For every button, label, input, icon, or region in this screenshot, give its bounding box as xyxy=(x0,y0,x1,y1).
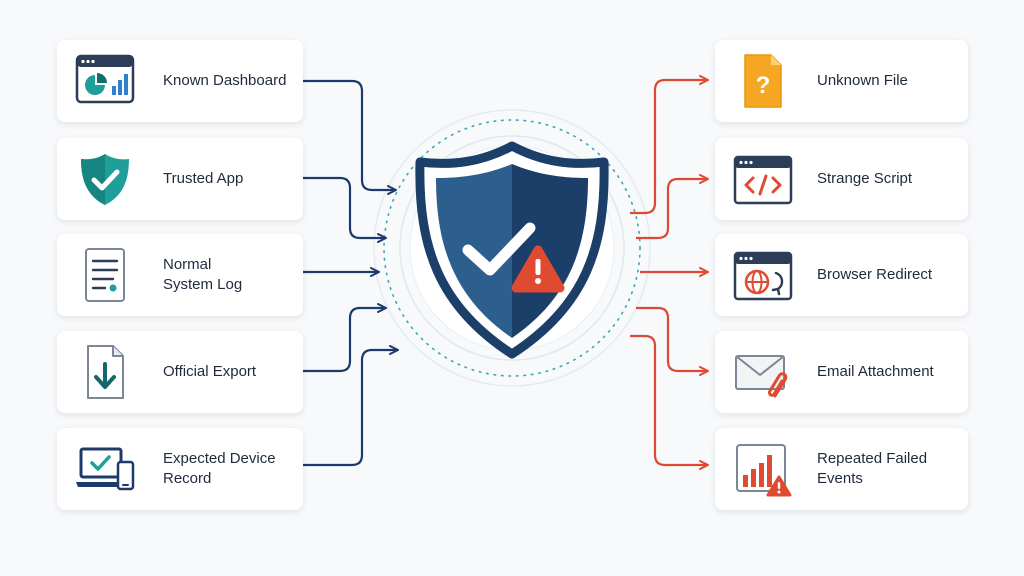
output-arrow-1 xyxy=(630,75,709,215)
dashboard-chart-icon xyxy=(75,51,135,111)
input-label: Official Export xyxy=(163,363,257,380)
shield-check-icon xyxy=(75,149,135,209)
output-arrow-2 xyxy=(636,174,709,240)
output-card-browser-redirect[interactable]: Browser Redirect xyxy=(715,234,968,316)
input-card-expected-device-record[interactable]: Expected Device Record xyxy=(57,428,303,510)
hub-outer-ring xyxy=(373,109,651,387)
output-label: Repeated Failed Events xyxy=(817,450,928,487)
input-label: Known Dashboard xyxy=(163,72,287,89)
hub-dotted-ring xyxy=(383,119,641,377)
download-file-icon xyxy=(75,342,135,402)
shield-check-warning-icon xyxy=(415,141,609,359)
output-card-repeated-failed-events[interactable]: Repeated Failed Events xyxy=(715,428,968,510)
input-card-official-export[interactable]: Official Export xyxy=(57,331,303,413)
input-card-known-dashboard[interactable]: Known Dashboard xyxy=(57,40,303,122)
bar-chart-warning-icon xyxy=(733,439,793,499)
laptop-phone-icon xyxy=(75,439,135,499)
output-arrow-5 xyxy=(630,334,709,470)
code-window-icon xyxy=(733,149,793,209)
output-label: Unknown File xyxy=(817,72,908,89)
output-label: Strange Script xyxy=(817,170,913,187)
envelope-paperclip-icon xyxy=(733,342,793,402)
output-label: Browser Redirect xyxy=(817,266,933,283)
input-arrow-5 xyxy=(303,345,399,467)
globe-redirect-icon xyxy=(733,245,793,305)
input-arrow-2 xyxy=(303,176,387,243)
svg-text:?: ? xyxy=(756,72,771,99)
input-label: Expected Device Record xyxy=(163,450,276,487)
output-card-strange-script[interactable]: Strange Script xyxy=(715,138,968,220)
unknown-file-icon: ? xyxy=(733,51,793,111)
input-label: Trusted App xyxy=(163,170,244,187)
output-label: Email Attachment xyxy=(817,363,934,380)
input-arrow-1 xyxy=(303,79,397,195)
input-card-normal-system-log[interactable]: Normal System Log xyxy=(57,234,303,316)
input-label: Normal System Log xyxy=(163,256,243,293)
output-arrow-4 xyxy=(636,306,709,376)
document-log-icon xyxy=(75,245,135,305)
hub-shield xyxy=(414,128,610,368)
hub-inner-ring xyxy=(399,135,625,361)
output-card-unknown-file[interactable]: ? Unknown File xyxy=(715,40,968,122)
output-card-email-attachment[interactable]: Email Attachment xyxy=(715,331,968,413)
input-card-trusted-app[interactable]: Trusted App xyxy=(57,138,303,220)
input-arrow-4 xyxy=(303,303,387,373)
